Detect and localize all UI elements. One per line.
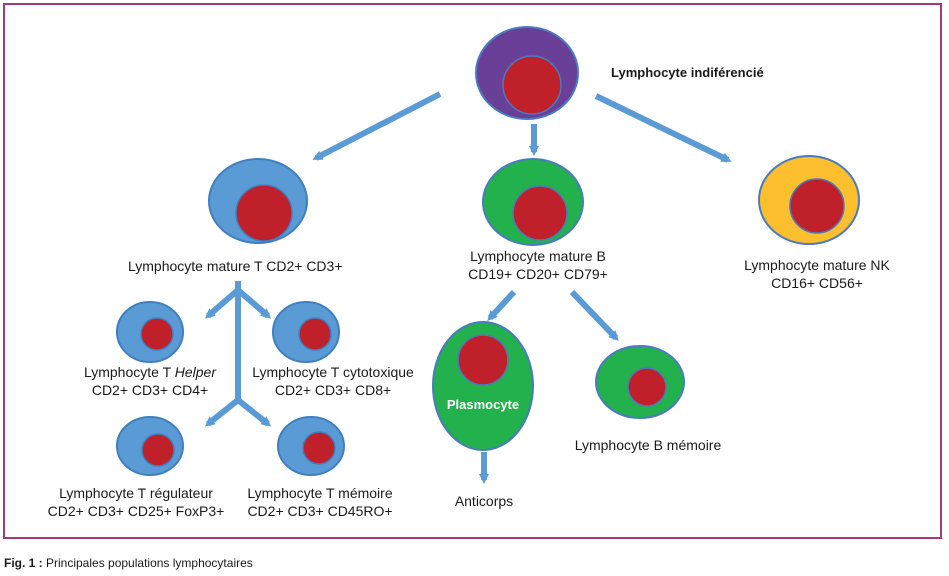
caption-text: Principales populations lymphocytaires: [42, 556, 253, 570]
t-mature-label: Lymphocyte mature T CD2+ CD3+: [128, 258, 343, 274]
arrow-t-to-cyto: [236, 287, 272, 319]
t-cyto-label: Lymphocyte T cytotoxique CD2+ CD3+ CD8+: [252, 364, 414, 398]
undiff-label: Lymphocyte indiférencié: [611, 65, 764, 80]
t-reg-cell: [116, 416, 184, 476]
b-mem-cell: [595, 345, 685, 419]
arrow-t-to-mem: [236, 397, 272, 427]
anticorps-label: Anticorps: [454, 493, 514, 509]
nk-mature-cell: [758, 155, 860, 245]
plasmo-label: Plasmocyte: [446, 397, 520, 412]
nk-mature-label: Lymphocyte mature NK CD16+ CD56+: [744, 257, 890, 291]
caption-fig-number: Fig. 1 :: [4, 556, 43, 570]
figure-caption: Fig. 1 : Principales populations lymphoc…: [4, 556, 253, 570]
t-mem-label: Lymphocyte T mémoire CD2+ CD3+ CD45RO+: [247, 485, 393, 519]
b-mature-label: Lymphocyte mature B CD19+ CD20+ CD79+: [468, 248, 608, 282]
arrow-undiff-to-nk: [594, 93, 732, 163]
figure-frame: [3, 3, 942, 539]
t-reg-label: Lymphocyte T régulateur CD2+ CD3+ CD25+ …: [47, 485, 225, 519]
plasmo-cell: [432, 321, 534, 451]
b-mature-cell: [482, 158, 584, 246]
t-helper-cell: [116, 301, 184, 363]
t-mature-cell: [208, 158, 308, 244]
t-helper-label: Lymphocyte T Helper CD2+ CD3+ CD4+: [83, 364, 217, 398]
t-cyto-cell: [272, 301, 340, 363]
arrow-b-to-plasmo: [487, 289, 517, 321]
arrow-undiff-to-t: [312, 91, 442, 161]
t-mem-cell: [277, 416, 345, 476]
arrow-t-to-reg: [204, 397, 240, 427]
arrow-b-to-bmem: [569, 289, 619, 341]
arrow-t-to-helper: [204, 287, 240, 319]
b-mem-label: Lymphocyte B mémoire: [574, 437, 722, 453]
arrows: [204, 91, 732, 484]
undiff-cell: [475, 26, 579, 120]
